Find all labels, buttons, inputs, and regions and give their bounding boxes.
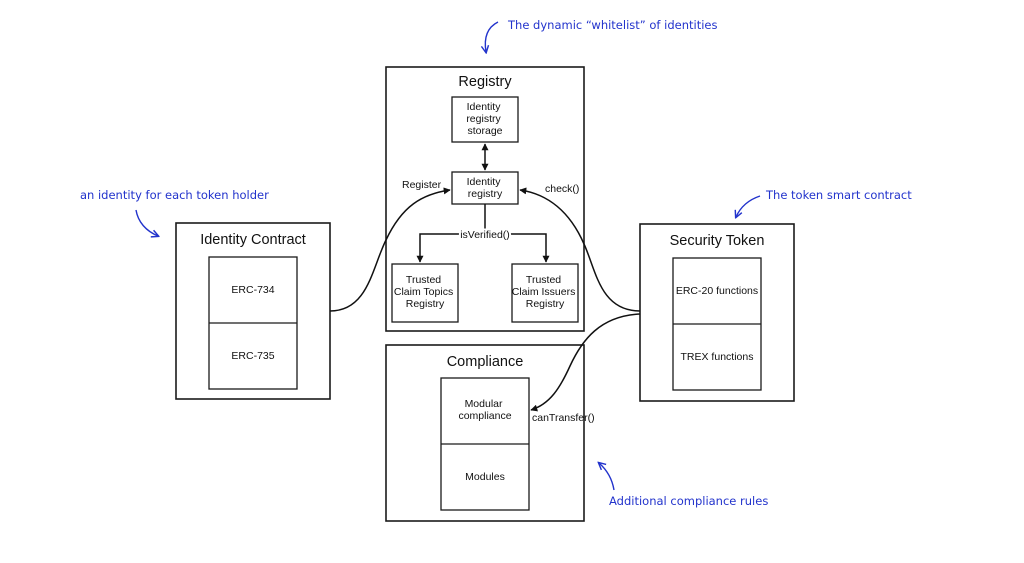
compliance-container: Compliance Modular compliance Modules bbox=[385, 344, 585, 522]
security-token-title: Security Token bbox=[670, 233, 765, 249]
compliance-title: Compliance bbox=[447, 354, 524, 370]
topics-line-3: Registry bbox=[406, 298, 445, 310]
connectors bbox=[329, 143, 641, 412]
issuers-line-1: Trusted bbox=[526, 274, 561, 286]
annotation-identity-per-holder: an identity for each token holder bbox=[80, 188, 269, 202]
annotations: The dynamic “whitelist” of identities an… bbox=[80, 18, 912, 508]
identity-registry-storage-box: Identity registry storage bbox=[451, 96, 519, 143]
is-verified-arrow-issuers bbox=[485, 233, 550, 263]
svg-text:Modular compliance: Modular compliance bbox=[458, 398, 511, 422]
identity-contract-container: Identity Contract ERC-734 ERC-735 bbox=[175, 222, 331, 400]
svg-text:Identity registry: Identity registry bbox=[467, 176, 504, 200]
annotation-token-contract-arrow bbox=[736, 195, 761, 217]
can-transfer-arrow bbox=[530, 313, 641, 412]
modules-label: Modules bbox=[465, 471, 505, 483]
storage-line-1: Identity bbox=[467, 101, 502, 113]
is-verified-label: isVerified() bbox=[460, 229, 510, 241]
annotation-whitelist: The dynamic “whitelist” of identities bbox=[507, 18, 717, 32]
trex-functions-label: TREX functions bbox=[681, 351, 754, 363]
erc-734-label: ERC-734 bbox=[231, 284, 274, 296]
storage-line-3: storage bbox=[467, 125, 502, 137]
topics-line-2: Claim Topics bbox=[394, 286, 453, 298]
edge-labels: Register check() isVerified() canTransfe… bbox=[402, 179, 595, 424]
identity-registry-box: Identity registry bbox=[451, 171, 519, 205]
identity-contract-title: Identity Contract bbox=[200, 232, 306, 248]
issuers-line-2: Claim Issuers bbox=[512, 286, 576, 298]
identity-registry-line-1: Identity bbox=[467, 176, 502, 188]
svg-text:Trusted Claim Issuers: Trusted Claim Issuers Registry bbox=[512, 274, 579, 310]
identity-registry-line-2: registry bbox=[468, 188, 503, 200]
issuers-line-3: Registry bbox=[526, 298, 565, 310]
trusted-claim-topics-registry-box: Trusted Claim Topics Registry bbox=[391, 263, 459, 323]
erc-735-label: ERC-735 bbox=[231, 350, 274, 362]
register-label: Register bbox=[402, 179, 442, 191]
modular-compliance-line-2: compliance bbox=[458, 410, 511, 422]
registry-title: Registry bbox=[458, 74, 512, 90]
storage-line-2: registry bbox=[466, 113, 501, 125]
annotation-compliance-rules-arrow bbox=[599, 463, 615, 491]
annotation-compliance-rules: Additional compliance rules bbox=[609, 494, 768, 508]
registry-container: Registry Identity registry storage Ident… bbox=[385, 66, 585, 332]
register-arrow bbox=[329, 187, 451, 312]
svg-text:Trusted Claim Topics: Trusted Claim Topics Registry bbox=[394, 274, 456, 310]
check-label: check() bbox=[545, 183, 579, 195]
modular-compliance-line-1: Modular bbox=[465, 398, 503, 410]
annotation-token-contract: The token smart contract bbox=[765, 188, 912, 202]
svg-text:Identity registry: Identity registry storage bbox=[466, 101, 503, 137]
topics-line-1: Trusted bbox=[406, 274, 441, 286]
trusted-claim-issuers-registry-box: Trusted Claim Issuers Registry bbox=[511, 263, 579, 323]
annotation-whitelist-arrow bbox=[485, 21, 499, 52]
is-verified-arrow-topics bbox=[416, 204, 486, 263]
erc-20-functions-label: ERC-20 functions bbox=[676, 285, 758, 297]
can-transfer-label: canTransfer() bbox=[532, 412, 595, 424]
annotation-identity-per-holder-arrow bbox=[135, 209, 158, 236]
check-arrow bbox=[519, 187, 641, 312]
security-token-container: Security Token ERC-20 functions TREX fun… bbox=[639, 223, 795, 402]
